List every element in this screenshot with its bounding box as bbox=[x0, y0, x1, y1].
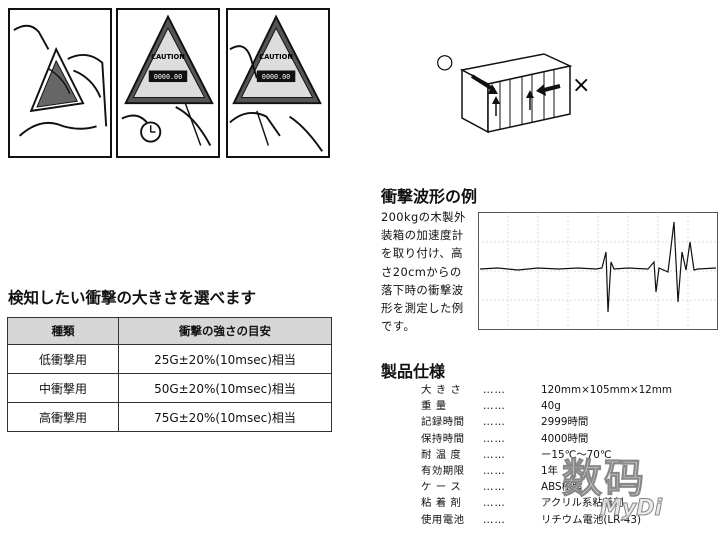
spec-label: 重 量 bbox=[421, 400, 447, 413]
spec-label: 大 き さ bbox=[421, 384, 462, 396]
header-type: 種類 bbox=[7, 317, 119, 345]
spec-dots: …… bbox=[483, 464, 506, 477]
row-type: 中衝撃用 bbox=[7, 373, 119, 403]
row-type: 低衝撃用 bbox=[7, 344, 119, 374]
spec-label: 使用電池 bbox=[421, 513, 465, 526]
spec-dots: …… bbox=[483, 432, 506, 445]
spec-dots: …… bbox=[483, 481, 506, 494]
header-strength: 衝撃の強さの目安 bbox=[118, 317, 332, 345]
spec-row: 耐 温 度 …… ー15℃〜70℃ bbox=[421, 447, 672, 463]
spec-row: 有効期限 …… 1年 bbox=[421, 463, 672, 479]
panel3-caution-label: CAUTION bbox=[259, 53, 293, 61]
spec-row: 保持時間 …… 4000時間 bbox=[421, 431, 672, 447]
spec-row: 記録時間 …… 2999時間 bbox=[421, 414, 672, 430]
spec-label: 記録時間 bbox=[421, 416, 465, 429]
spec-value: リチウム電池(LR-43) bbox=[541, 513, 642, 526]
spec-row: 重 量 …… 40g bbox=[421, 398, 672, 414]
waveform-description: 200kgの木製外装箱の加速度計を取り付け、高さ20cmからの落下時の衝撃波形を… bbox=[381, 210, 466, 334]
illustration-peel-sheet bbox=[8, 8, 112, 158]
illustration-indicator-watch: CAUTION 0000.00 bbox=[116, 8, 220, 158]
ng-mark: × bbox=[572, 73, 590, 98]
spec-label: 有効期限 bbox=[421, 464, 465, 477]
spec-dots: …… bbox=[483, 448, 506, 461]
select-heading: 検知したい衝撃の大きさを選べます bbox=[8, 288, 257, 307]
spec-dots: …… bbox=[483, 513, 506, 526]
spec-label: 耐 温 度 bbox=[421, 448, 462, 461]
spec-value: ー15℃〜70℃ bbox=[541, 448, 612, 461]
spec-row: 使用電池 …… リチウム電池(LR-43) bbox=[421, 512, 672, 528]
row-strength: 75G±20%(10msec)相当 bbox=[118, 402, 332, 432]
spec-label: ケ ー ス bbox=[421, 481, 462, 494]
shock-waveform-plot bbox=[478, 212, 718, 330]
panel2-readout: 0000.00 bbox=[154, 73, 182, 81]
spec-label: 保持時間 bbox=[421, 432, 465, 445]
table-header-row: 種類 衝撃の強さの目安 bbox=[7, 317, 332, 345]
waveform-heading: 衝撃波形の例 bbox=[381, 187, 478, 206]
indicator-watch-drawing: CAUTION 0000.00 bbox=[121, 14, 214, 146]
row-strength: 50G±20%(10msec)相当 bbox=[118, 373, 332, 403]
spec-list: 大 き さ …… 120mm×105mm×12mm 重 量 …… 40g 記録時間 …… 2… bbox=[421, 382, 672, 528]
table-row: 低衝撃用 25G±20%(10msec)相当 bbox=[7, 344, 332, 374]
peel-sheet-drawing bbox=[13, 24, 108, 137]
spec-heading: 製品仕様 bbox=[381, 362, 446, 381]
shock-type-table: 種類 衝撃の強さの目安 低衝撃用 25G±20%(10msec)相当 中衝撃用 … bbox=[7, 317, 332, 432]
spec-value: ABS樹脂 bbox=[541, 481, 583, 494]
table-row: 高衝撃用 75G±20%(10msec)相当 bbox=[7, 402, 332, 432]
crate-orientation-illustration: ○ × bbox=[432, 36, 602, 136]
watermark-logo: 数码 bbox=[562, 456, 646, 503]
spec-row: 大 き さ …… 120mm×105mm×12mm bbox=[421, 382, 672, 398]
row-strength: 25G±20%(10msec)相当 bbox=[118, 344, 332, 374]
row-type: 高衝撃用 bbox=[7, 402, 119, 432]
spec-dots: …… bbox=[483, 384, 506, 396]
spec-dots: …… bbox=[483, 497, 506, 510]
spec-value: 1年 bbox=[541, 464, 559, 477]
spec-row: 粘 着 剤 …… アクリル系粘着剤 bbox=[421, 495, 672, 511]
spec-dots: …… bbox=[483, 416, 506, 429]
crate-drawing: ○ × bbox=[436, 49, 590, 134]
spec-value: 4000時間 bbox=[541, 432, 589, 445]
table-row: 中衝撃用 50G±20%(10msec)相当 bbox=[7, 373, 332, 403]
spec-row: ケ ー ス …… ABS樹脂 bbox=[421, 479, 672, 495]
spec-value: 2999時間 bbox=[541, 416, 589, 429]
ok-mark: ○ bbox=[436, 49, 453, 73]
spec-label: 粘 着 剤 bbox=[421, 497, 462, 510]
waveform-svg bbox=[478, 212, 718, 330]
illustration-press-indicator: CAUTION 0000.00 bbox=[226, 8, 330, 158]
spec-value: アクリル系粘着剤 bbox=[541, 497, 624, 510]
panel3-readout: 0000.00 bbox=[262, 73, 290, 81]
spec-value: 40g bbox=[541, 400, 561, 413]
spec-dots: …… bbox=[483, 400, 506, 413]
press-indicator-drawing: CAUTION 0000.00 bbox=[229, 14, 324, 152]
watermark-logo-sub: MyDi bbox=[599, 496, 663, 522]
spec-value: 120mm×105mm×12mm bbox=[541, 384, 673, 396]
panel2-caution-label: CAUTION bbox=[151, 53, 185, 61]
